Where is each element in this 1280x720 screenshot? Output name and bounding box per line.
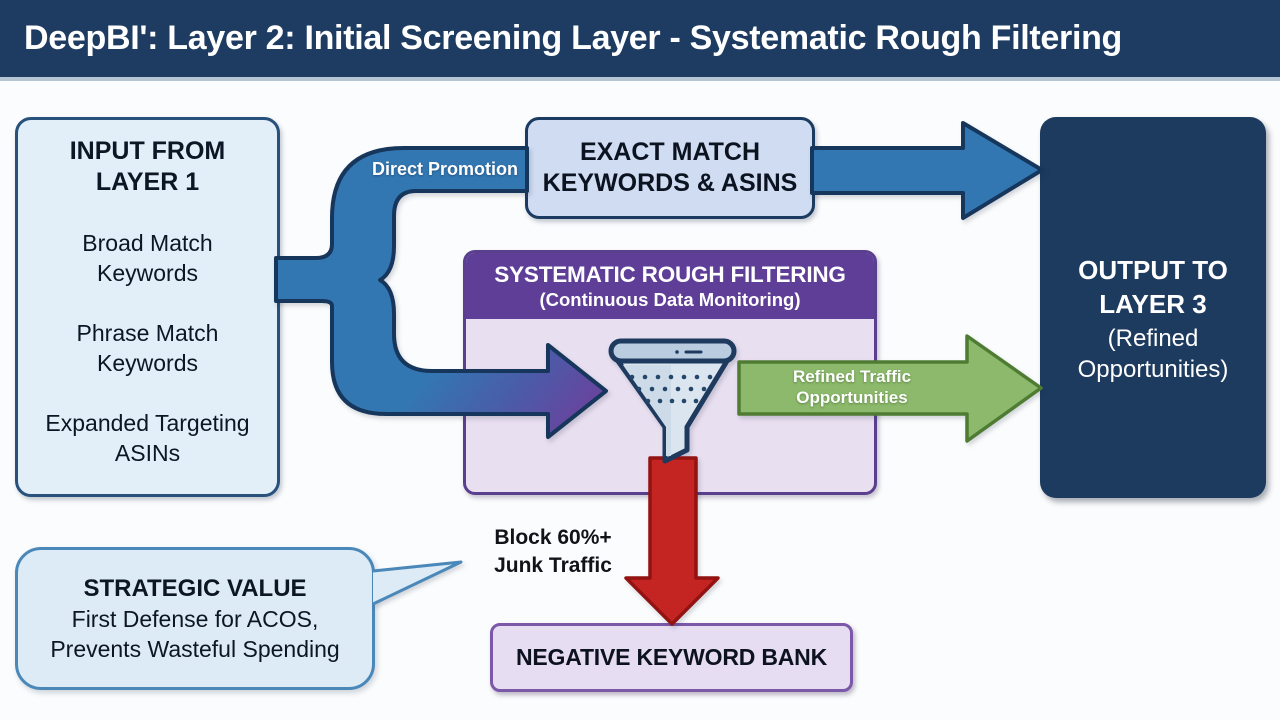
header-bar: DeepBI': Layer 2: Initial Screening Laye…: [0, 0, 1280, 81]
output-layer3-box: OUTPUT TO LAYER 3 (Refined Opportunities…: [1040, 117, 1266, 498]
bubble-line2: Prevents Wasteful Spending: [50, 635, 340, 662]
bubble-tail: [372, 560, 463, 606]
exact-match-label-line1: EXACT MATCH: [579, 138, 761, 166]
direct-promotion-label: Direct Promotion: [371, 159, 518, 179]
output-subtitle: (Refined Opportunities): [1077, 324, 1229, 383]
filtering-subtitle: (Continuous Data Monitoring): [539, 288, 801, 310]
input-item-broad: Broad Match Keywords: [82, 230, 213, 286]
filtering-box: SYSTEMATIC ROUGH FILTERING (Continuous D…: [463, 250, 877, 495]
bubble-title: STRATEGIC VALUE: [83, 574, 307, 602]
input-box-title: INPUT FROM LAYER 1: [69, 137, 226, 196]
filtering-title: SYSTEMATIC ROUGH FILTERING: [494, 261, 846, 287]
negative-keyword-box: NEGATIVE KEYWORD BANK: [490, 623, 853, 692]
block-junk-line2: Junk Traffic: [494, 554, 612, 577]
negative-keyword-label: NEGATIVE KEYWORD BANK: [516, 644, 827, 670]
input-item-phrase: Phrase Match Keywords: [76, 320, 219, 376]
strategic-bubble: STRATEGIC VALUE First Defense for ACOS, …: [15, 547, 375, 690]
block-junk-label: Block 60%+ Junk Traffic: [478, 524, 628, 580]
output-title: OUTPUT TO LAYER 3: [1078, 254, 1228, 319]
block-junk-line1: Block 60%+: [494, 526, 612, 549]
filtering-box-header: SYSTEMATIC ROUGH FILTERING (Continuous D…: [466, 253, 874, 319]
page-title: DeepBI': Layer 2: Initial Screening Laye…: [24, 19, 1123, 57]
exact-match-label-line2: KEYWORDS & ASINS: [542, 169, 798, 197]
exact-match-box: EXACT MATCH KEYWORDS & ASINS: [525, 117, 815, 219]
bubble-line1: First Defense for ACOS,: [71, 605, 319, 632]
input-item-asins: Expanded Targeting ASINs: [45, 410, 250, 466]
exact-match-arrow: [810, 121, 1044, 220]
input-layer1-box: INPUT FROM LAYER 1 Broad Match Keywords …: [15, 117, 280, 497]
